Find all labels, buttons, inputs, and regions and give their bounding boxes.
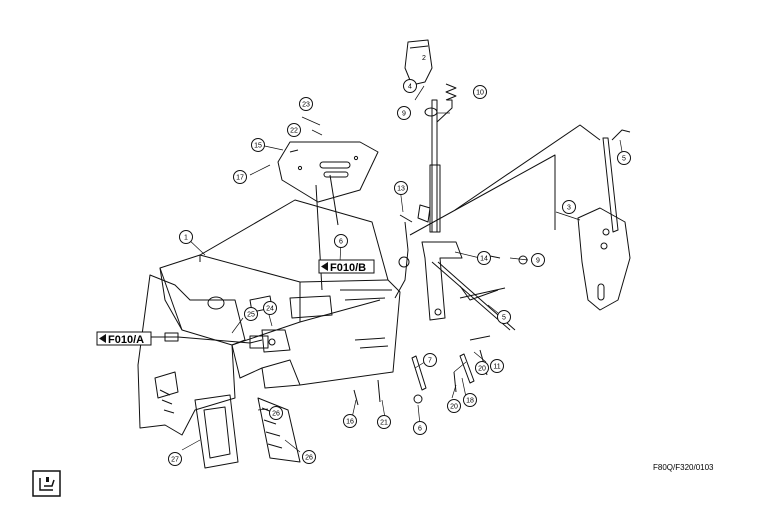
svg-text:7: 7 (428, 358, 432, 365)
callout: 27 (168, 452, 182, 466)
svg-text:22: 22 (290, 128, 298, 135)
svg-text:9: 9 (402, 111, 406, 118)
parts-drawing (137, 39, 631, 469)
callout: 17 (233, 170, 247, 184)
callout: 20 (475, 361, 489, 375)
leader-lines (181, 85, 624, 453)
svg-text:25: 25 (247, 312, 255, 319)
console-body (159, 174, 401, 389)
callout: 9 (531, 253, 545, 267)
callout: 5 (497, 310, 511, 324)
svg-text:1: 1 (184, 235, 188, 242)
svg-text:11: 11 (493, 364, 500, 371)
svg-text:6: 6 (339, 239, 343, 246)
callout: 5 (617, 151, 631, 165)
svg-text:26: 26 (305, 455, 313, 462)
linkage (353, 124, 601, 406)
svg-text:5: 5 (502, 315, 506, 322)
callout: 23 (299, 97, 313, 111)
svg-text:26: 26 (272, 411, 280, 418)
callout: 18 (463, 393, 477, 407)
spring (445, 83, 457, 101)
callout: 25 (244, 307, 258, 321)
callout: 6 (413, 421, 427, 435)
reference-b: F010/B (318, 259, 375, 274)
callout: 11 (490, 359, 504, 373)
svg-text:3: 3 (567, 205, 571, 212)
callout: 4 (403, 79, 417, 93)
drawing-code: F80Q/F320/0103 (653, 463, 714, 472)
svg-text:23: 23 (302, 102, 310, 109)
callout: 14 (477, 251, 491, 265)
callout: 10 (473, 85, 487, 99)
callout: 6 (334, 234, 348, 248)
reference-a: F010/A (96, 331, 152, 346)
svg-text:16: 16 (346, 419, 354, 426)
callout: 7 (423, 353, 437, 367)
svg-text:21: 21 (380, 420, 388, 427)
callout: 9 (397, 106, 411, 120)
callout: 21 (377, 415, 391, 429)
callout: 22 (287, 123, 301, 137)
svg-text:18: 18 (466, 398, 474, 405)
callout: 24 (263, 301, 277, 315)
callouts: 1 3 4 5 5 6 6 7 9 9 10 11 13 14 15 16 17… (168, 55, 631, 466)
callout: 20 (447, 399, 461, 413)
callout: 26 (269, 406, 283, 420)
callout: 13 (394, 181, 408, 195)
svg-text:17: 17 (236, 175, 244, 182)
svg-text:15: 15 (254, 143, 262, 150)
svg-text:9: 9 (536, 258, 540, 265)
left-side-plate (137, 274, 246, 436)
svg-text:13: 13 (397, 186, 405, 193)
shift-gate (194, 394, 301, 469)
upper-cover-plate (277, 141, 379, 203)
svg-text:14: 14 (480, 256, 488, 263)
callout: 15 (251, 138, 265, 152)
cable-a (150, 329, 291, 353)
svg-text:6: 6 (418, 426, 422, 433)
seat-symbol-icon (32, 470, 61, 497)
shift-lever (404, 39, 453, 233)
callout: 26 (302, 450, 316, 464)
svg-text:10: 10 (476, 90, 484, 97)
callout: 1 (179, 230, 193, 244)
right-bracket (577, 129, 631, 311)
svg-text:F010/B: F010/B (330, 262, 366, 274)
svg-text:20: 20 (450, 404, 458, 411)
svg-text:20: 20 (478, 366, 486, 373)
svg-text:24: 24 (266, 306, 274, 313)
callout: 16 (343, 414, 357, 428)
svg-text:5: 5 (622, 156, 626, 163)
callout: 3 (562, 200, 576, 214)
svg-text:27: 27 (171, 457, 179, 464)
callout-plain: 2 (422, 55, 426, 62)
cable-b (394, 214, 413, 299)
svg-text:F010/A: F010/A (108, 334, 144, 346)
svg-text:4: 4 (408, 84, 412, 91)
